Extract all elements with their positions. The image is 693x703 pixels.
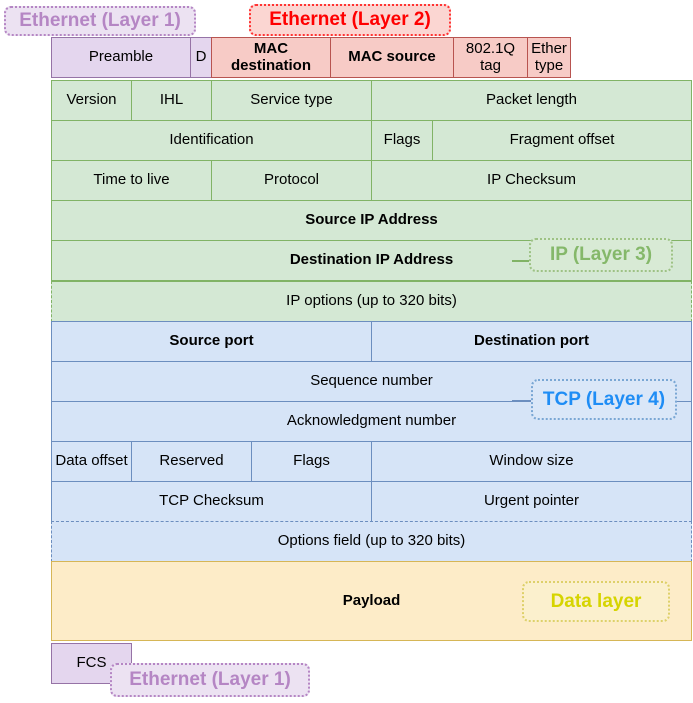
field-label: IP options (up to 320 bits) <box>286 292 457 310</box>
field-fragment-offset: Fragment offset <box>432 120 692 161</box>
badge-label: Ethernet (Layer 1) <box>129 669 291 690</box>
field-label: Sequence number <box>310 372 433 390</box>
badge-label: TCP (Layer 4) <box>542 388 666 410</box>
field-label: Flags <box>383 131 421 149</box>
field-data-offset: Data offset <box>51 441 132 482</box>
badge-ethernet-layer1-bottom: Ethernet (Layer 1) <box>110 663 310 697</box>
field-label: Fragment offset <box>509 131 615 149</box>
badge-label: Ethernet (Layer 2) <box>269 9 431 30</box>
field-label: Payload <box>342 591 401 609</box>
field-label: Time to live <box>93 171 170 189</box>
badge-tcp-layer4: TCP (Layer 4) <box>531 379 677 420</box>
leader-line-ip <box>512 260 536 262</box>
field-protocol: Protocol <box>211 160 372 201</box>
field-delimiter: D <box>190 37 212 78</box>
badge-data-layer: Data layer <box>522 581 670 622</box>
field-ip-checksum: IP Checksum <box>371 160 692 201</box>
badge-label: IP (Layer 3) <box>549 244 653 265</box>
field-reserved: Reserved <box>131 441 252 482</box>
badge-ip-layer3: IP (Layer 3) <box>529 238 673 272</box>
field-preamble: Preamble <box>51 37 191 78</box>
field-destination-port: Destination port <box>371 321 692 362</box>
field-service-type: Service type <box>211 80 372 121</box>
field-acknowledgment-number: Acknowledgment number <box>51 401 692 442</box>
field-label: Source port <box>169 332 254 350</box>
field-flags-tcp: Flags <box>251 441 372 482</box>
field-label: Preamble <box>88 48 154 66</box>
field-ether-type: Ether type <box>527 37 571 78</box>
badge-ethernet-layer1-top: Ethernet (Layer 1) <box>4 6 196 36</box>
field-label: MAC destination <box>230 39 311 74</box>
badge-label: Data layer <box>550 590 642 612</box>
field-label: Ether type <box>531 39 567 74</box>
field-label: MAC source <box>348 48 436 66</box>
field-mac-source: MAC source <box>330 37 454 78</box>
field-label: Flags <box>293 452 330 470</box>
field-label: Version <box>66 91 117 109</box>
field-label: 802.1Q tag <box>465 39 516 74</box>
field-mac-destination: MAC destination <box>211 37 331 78</box>
field-label: IHL <box>159 91 184 109</box>
field-label: Acknowledgment number <box>286 412 457 430</box>
field-label: Destination port <box>474 332 589 350</box>
badge-label: Ethernet (Layer 1) <box>19 10 181 31</box>
field-vlan-tag: 802.1Q tag <box>453 37 528 78</box>
field-label: Protocol <box>263 171 320 189</box>
field-identification: Identification <box>51 120 372 161</box>
field-version: Version <box>51 80 132 121</box>
field-flags-ip: Flags <box>371 120 433 161</box>
field-label: Data offset <box>55 452 128 470</box>
field-ip-options: IP options (up to 320 bits) <box>51 281 692 322</box>
field-label: Source IP Address <box>305 211 438 229</box>
badge-ethernet-layer2: Ethernet (Layer 2) <box>249 4 451 36</box>
field-urgent-pointer: Urgent pointer <box>371 481 692 522</box>
field-tcp-checksum: TCP Checksum <box>51 481 372 522</box>
field-label: IP Checksum <box>487 171 576 189</box>
field-label: Options field (up to 320 bits) <box>277 532 466 550</box>
field-label: TCP Checksum <box>159 492 264 510</box>
field-ihl: IHL <box>131 80 212 121</box>
field-source-ip-address: Source IP Address <box>51 200 692 241</box>
field-window-size: Window size <box>371 441 692 482</box>
field-label: D <box>195 48 207 66</box>
field-label: FCS <box>76 654 107 672</box>
field-source-port: Source port <box>51 321 372 362</box>
field-packet-length: Packet length <box>371 80 692 121</box>
field-time-to-live: Time to live <box>51 160 212 201</box>
field-label: Window size <box>489 452 574 470</box>
field-tcp-options: Options field (up to 320 bits) <box>51 521 692 562</box>
field-label: Destination IP Address <box>289 251 454 269</box>
field-label: Urgent pointer <box>483 492 580 510</box>
leader-line-tcp <box>512 400 540 402</box>
field-label: Reserved <box>159 452 224 470</box>
field-label: Identification <box>169 131 254 149</box>
field-label: Service type <box>250 91 333 109</box>
field-label: Packet length <box>486 91 577 109</box>
